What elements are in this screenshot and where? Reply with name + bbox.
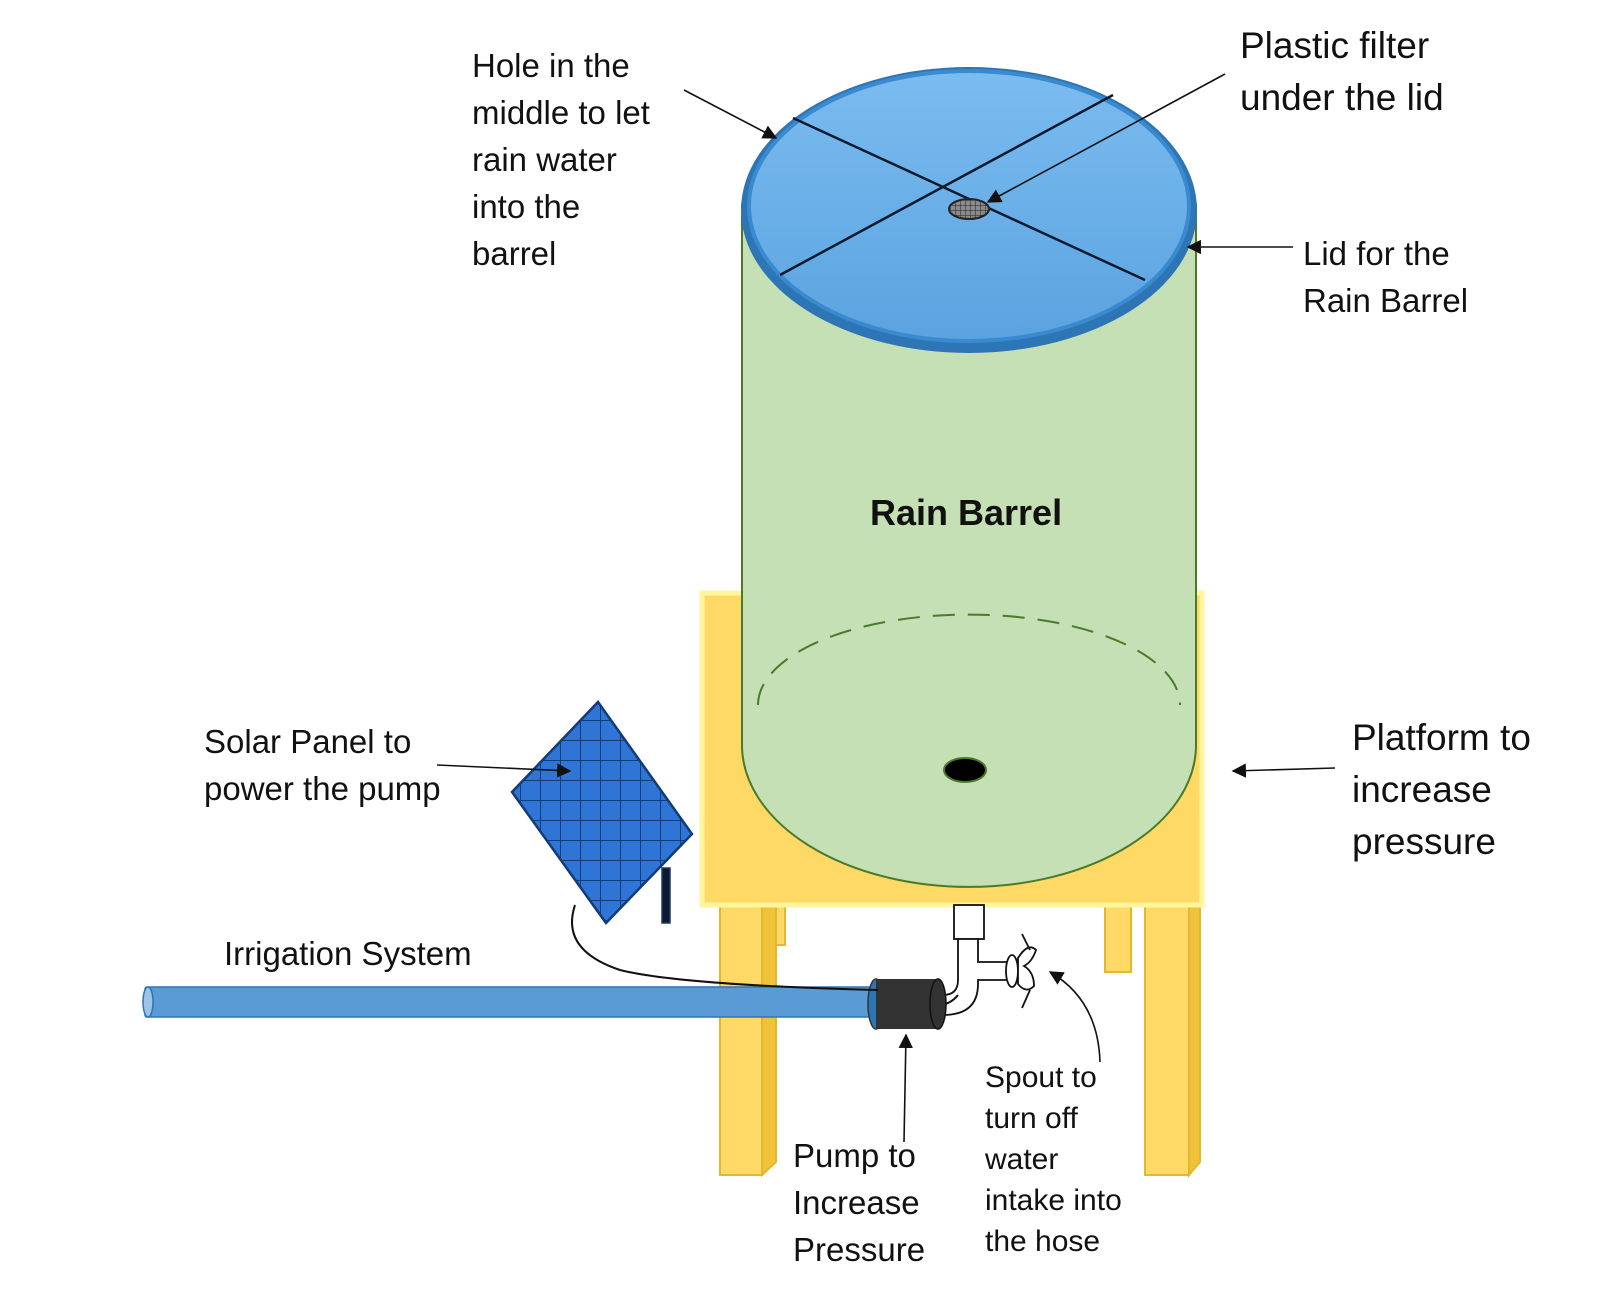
irrigation-hose (142, 986, 876, 1018)
spout-label: Spout to turn off water intake into the … (985, 1061, 1122, 1258)
pump-arrow (898, 1033, 913, 1143)
solar-panel-icon (510, 700, 694, 925)
platform-legs-front (719, 904, 1201, 1178)
solar-cable (571, 904, 879, 991)
lid-label: Lid for the Rain Barrel (1303, 235, 1469, 319)
filter-arrow (986, 73, 1226, 203)
hole-arrow (683, 89, 778, 139)
mesh-filter-icon (948, 198, 990, 220)
hole-label: Hole in the middle to let rain water int… (472, 47, 650, 272)
pump-icon (867, 978, 947, 1030)
rain-barrel (741, 204, 1197, 888)
barrel-outlet-hole (943, 757, 987, 783)
platform-legs-back (756, 904, 1132, 973)
platform-label: Platform to increase pressure (1352, 717, 1531, 862)
pump-label: Pump to Increase Pressure (793, 1137, 926, 1268)
barrel-title: Rain Barrel (870, 492, 1063, 533)
irrigation-label: Irrigation System (224, 935, 472, 972)
leader-arrows (436, 73, 1336, 1143)
faucet-icon (942, 904, 1038, 1016)
spout-arrow (1048, 971, 1101, 1063)
solar-arrow (436, 763, 572, 778)
platform-arrow (1231, 763, 1336, 778)
barrel-lid (741, 67, 1197, 353)
solar-label: Solar Panel to power the pump (204, 723, 441, 807)
filter-label: Plastic filter under the lid (1240, 25, 1444, 118)
